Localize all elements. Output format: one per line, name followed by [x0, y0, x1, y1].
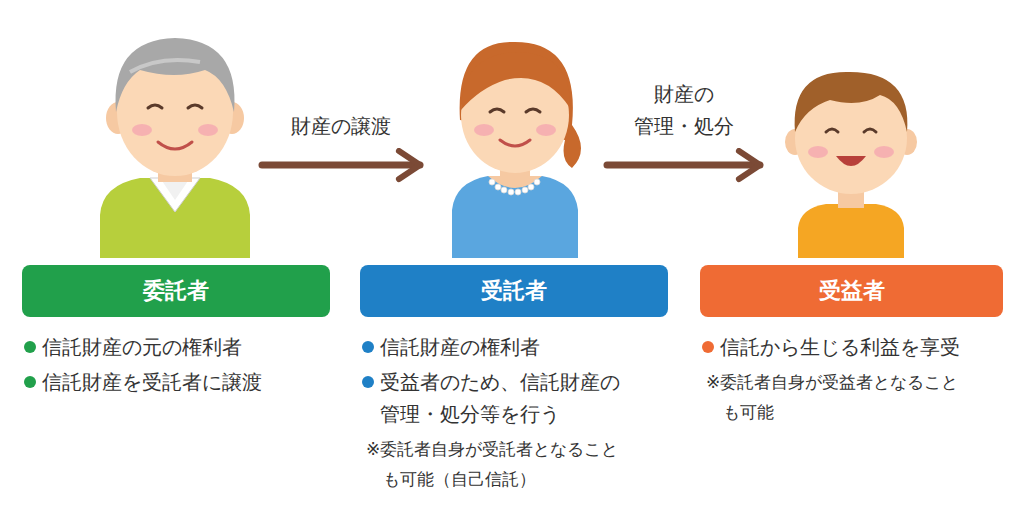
grandfather-figure — [100, 38, 250, 258]
bullet-text: 受益者のため、信託財産の 管理・処分等を行う — [380, 366, 632, 430]
bullet-item: 信託から生じる利益を享受 — [700, 331, 1003, 363]
bullet-text: 信託財産を受託者に譲渡 — [42, 366, 294, 398]
woman-figure — [452, 42, 581, 258]
bullet-dot — [362, 376, 374, 388]
bullet-dot — [702, 341, 714, 353]
role-column: 受益者信託から生じる利益を享受 ※委託者自身が受益者となること も可能 — [700, 265, 1003, 427]
bullet-item: 信託財産の権利者 — [360, 331, 668, 363]
bullet-dot — [24, 341, 36, 353]
role-column: 委託者信託財産の元の権利者信託財産を受託者に譲渡 — [22, 265, 330, 398]
boy-figure — [785, 72, 917, 258]
arrow-label: 財産の譲渡 — [291, 110, 391, 142]
bullet-text: 信託から生じる利益を享受 — [720, 331, 972, 363]
bullet-item: 受益者のため、信託財産の 管理・処分等を行う — [360, 366, 668, 430]
bullet-text: 信託財産の元の権利者 — [42, 331, 294, 363]
transfer-arrow — [607, 162, 760, 169]
arrow-label: 財産の 管理・処分 — [624, 78, 744, 142]
bullet-dot — [362, 341, 374, 353]
bullet-item: 信託財産の元の権利者 — [22, 331, 330, 363]
bullet-item: 信託財産を受託者に譲渡 — [22, 366, 330, 398]
role-heading: 受託者 — [360, 265, 668, 317]
note-text: ※委託者自身が受益者となること も可能 — [706, 367, 971, 427]
bullet-dot — [24, 376, 36, 388]
role-heading: 受益者 — [700, 265, 1003, 317]
bullet-text: 信託財産の権利者 — [380, 331, 632, 363]
role-heading: 委託者 — [22, 265, 330, 317]
transfer-arrow — [262, 162, 420, 169]
note-text: ※委託者自身が受託者となること も可能（自己信託） — [366, 434, 631, 494]
role-column: 受託者信託財産の権利者受益者のため、信託財産の 管理・処分等を行う※委託者自身が… — [360, 265, 668, 494]
